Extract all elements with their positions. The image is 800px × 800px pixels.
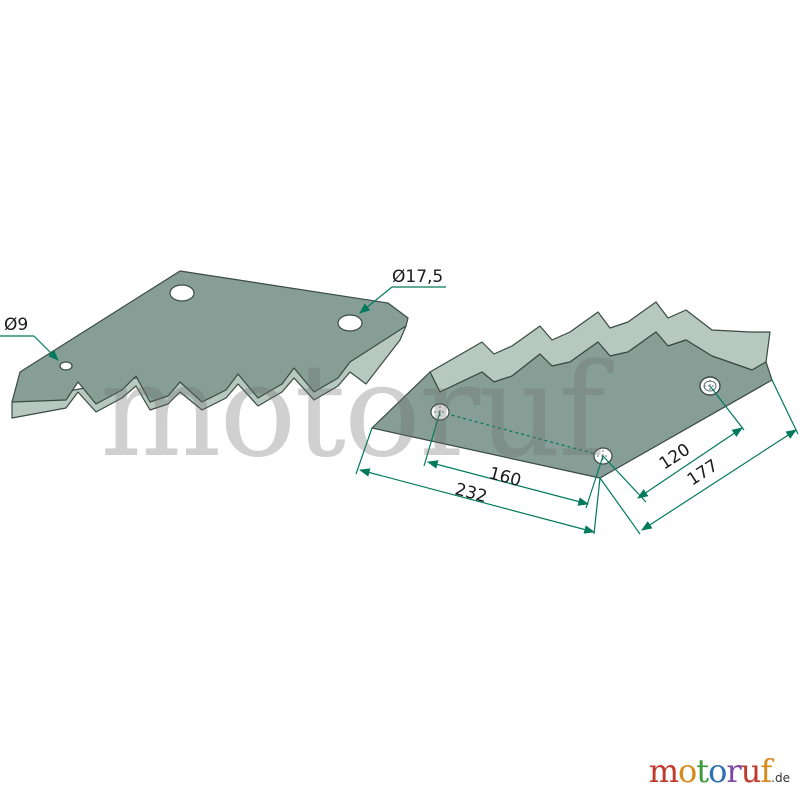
brand-logo-letter: o xyxy=(708,752,727,790)
hole-small xyxy=(59,361,73,371)
watermark-text: motoruf xyxy=(100,337,615,486)
label-dim-120: 120 xyxy=(656,440,694,474)
hole-center-line xyxy=(439,411,604,457)
left-blade xyxy=(11,270,409,419)
brand-logo-tld: .de xyxy=(771,771,790,785)
label-dim-177: 177 xyxy=(684,456,722,490)
label-hole-small: Ø9 xyxy=(4,315,28,335)
brand-logo-letter: t xyxy=(696,752,709,790)
hole-large-top xyxy=(169,284,195,302)
brand-logo-letters: motoruf xyxy=(648,752,772,790)
brand-logo-letter: u xyxy=(740,752,762,790)
brand-logo-letter: o xyxy=(678,752,697,790)
dimension-lines xyxy=(355,379,799,535)
leader-hole-large xyxy=(359,286,446,314)
brand-logo-letter: r xyxy=(726,752,741,790)
label-hole-large: Ø17,5 xyxy=(392,267,443,287)
left-blade-face xyxy=(11,270,409,405)
hole-large-right xyxy=(337,314,363,332)
right-blade-face xyxy=(371,331,773,479)
brand-logo-letter: f xyxy=(760,752,772,790)
leader-hole-small xyxy=(0,335,59,361)
brand-logo: motoruf.de xyxy=(649,752,790,790)
dim-line-232 xyxy=(358,468,596,534)
dim-line-177 xyxy=(641,429,797,531)
brand-logo-letter: m xyxy=(648,752,679,790)
